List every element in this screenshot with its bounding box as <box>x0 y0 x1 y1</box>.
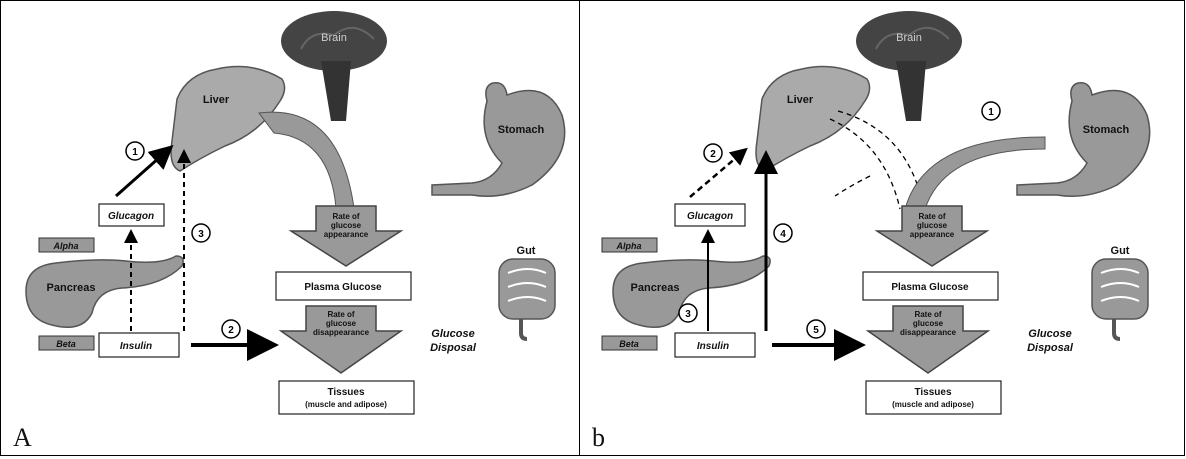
pancreas-icon: Pancreas <box>26 256 183 327</box>
svg-text:glucose: glucose <box>326 319 357 328</box>
panel-letter-b: b <box>592 423 605 453</box>
liver-label: Liver <box>203 94 230 106</box>
stomach-label: Stomach <box>498 124 545 136</box>
pancreas-label: Pancreas <box>631 282 680 294</box>
svg-text:Beta: Beta <box>56 339 76 349</box>
svg-text:appearance: appearance <box>910 230 955 239</box>
disappearance-arrow: Rate of glucose disappearance <box>281 306 401 373</box>
pancreas-label: Pancreas <box>47 282 96 294</box>
gut-label: Gut <box>1111 245 1130 257</box>
svg-text:glucose: glucose <box>917 221 948 230</box>
svg-text:Plasma Glucose: Plasma Glucose <box>891 282 969 293</box>
svg-text:Insulin: Insulin <box>120 341 152 352</box>
gut-icon: Gut <box>1092 245 1148 339</box>
panel-b: Brain Liver Rate of glucose appearance P… <box>579 0 1185 456</box>
svg-text:disappearance: disappearance <box>313 328 370 337</box>
panel-letter-a: A <box>13 423 32 453</box>
svg-text:4: 4 <box>780 229 786 240</box>
svg-text:3: 3 <box>685 309 691 320</box>
glucose-disposal-label: Glucose <box>1028 328 1071 340</box>
glucose-disposal-label: Glucose <box>431 328 474 340</box>
plasma-glucose-box: Plasma Glucose <box>863 272 998 300</box>
svg-text:1: 1 <box>132 147 138 158</box>
step-5: 5 <box>807 320 825 338</box>
step-4: 4 <box>774 224 792 242</box>
gut-label: Gut <box>517 245 536 257</box>
tissues-box: Tissues (muscle and adipose) <box>866 381 1001 414</box>
svg-text:Glucagon: Glucagon <box>687 211 733 222</box>
svg-text:Rate of: Rate of <box>327 310 354 319</box>
tissues-box: Tissues (muscle and adipose) <box>279 381 414 414</box>
stomach-label: Stomach <box>1083 124 1130 136</box>
svg-text:Disposal: Disposal <box>1027 342 1074 354</box>
beta-tag: Beta <box>39 336 94 350</box>
svg-text:Tissues: Tissues <box>327 387 364 398</box>
insulin-box: Insulin <box>99 333 179 357</box>
brain-icon: Brain <box>281 11 387 121</box>
svg-text:2: 2 <box>710 149 716 160</box>
svg-text:Disposal: Disposal <box>430 342 477 354</box>
diagram-a: Brain Liver Rate of glucose appearance P… <box>1 1 580 456</box>
step-1: 1 <box>126 142 144 160</box>
svg-text:Tissues: Tissues <box>914 387 951 398</box>
glucagon-box: Glucagon <box>675 204 745 226</box>
svg-text:glucose: glucose <box>331 221 362 230</box>
stomach-icon: Stomach <box>432 83 565 197</box>
disappearance-arrow: Rate of glucose disappearance <box>868 306 988 373</box>
plasma-glucose-box: Plasma Glucose <box>276 272 411 300</box>
beta-tag: Beta <box>602 336 657 350</box>
svg-text:Alpha: Alpha <box>615 241 641 251</box>
svg-text:Rate of: Rate of <box>914 310 941 319</box>
brain-icon: Brain <box>856 11 962 121</box>
brain-label: Brain <box>321 32 347 44</box>
svg-text:5: 5 <box>813 325 819 336</box>
svg-text:Plasma Glucose: Plasma Glucose <box>304 282 382 293</box>
liver-label: Liver <box>787 94 814 106</box>
svg-text:Rate of: Rate of <box>918 212 945 221</box>
step-2: 2 <box>222 320 240 338</box>
insulin-box: Insulin <box>675 333 755 357</box>
liver-icon: Liver <box>756 67 870 171</box>
svg-text:Glucagon: Glucagon <box>108 211 154 222</box>
svg-text:appearance: appearance <box>324 230 369 239</box>
panel-a: Brain Liver Rate of glucose appearance P… <box>0 0 580 456</box>
gut-icon: Gut <box>499 245 555 339</box>
glucagon-box: Glucagon <box>99 204 164 226</box>
svg-text:3: 3 <box>198 229 204 240</box>
diagram-b: Brain Liver Rate of glucose appearance P… <box>580 1 1185 456</box>
step-3: 3 <box>192 224 210 242</box>
step-3: 3 <box>679 304 697 322</box>
svg-text:Beta: Beta <box>619 339 639 349</box>
step-1: 1 <box>982 102 1000 120</box>
svg-text:Alpha: Alpha <box>52 241 78 251</box>
svg-text:(muscle and adipose): (muscle and adipose) <box>892 400 974 409</box>
svg-text:disappearance: disappearance <box>900 328 957 337</box>
brain-label: Brain <box>896 32 922 44</box>
appearance-arrow: Rate of glucose appearance <box>877 206 987 266</box>
step-2: 2 <box>704 144 722 162</box>
svg-text:glucose: glucose <box>913 319 944 328</box>
svg-text:1: 1 <box>988 107 994 118</box>
svg-text:(muscle and adipose): (muscle and adipose) <box>305 400 387 409</box>
svg-text:Insulin: Insulin <box>697 341 729 352</box>
alpha-tag: Alpha <box>39 238 94 252</box>
svg-text:2: 2 <box>228 325 234 336</box>
alpha-tag: Alpha <box>602 238 657 252</box>
appearance-arrow: Rate of glucose appearance <box>291 206 401 266</box>
svg-text:Rate of: Rate of <box>332 212 359 221</box>
